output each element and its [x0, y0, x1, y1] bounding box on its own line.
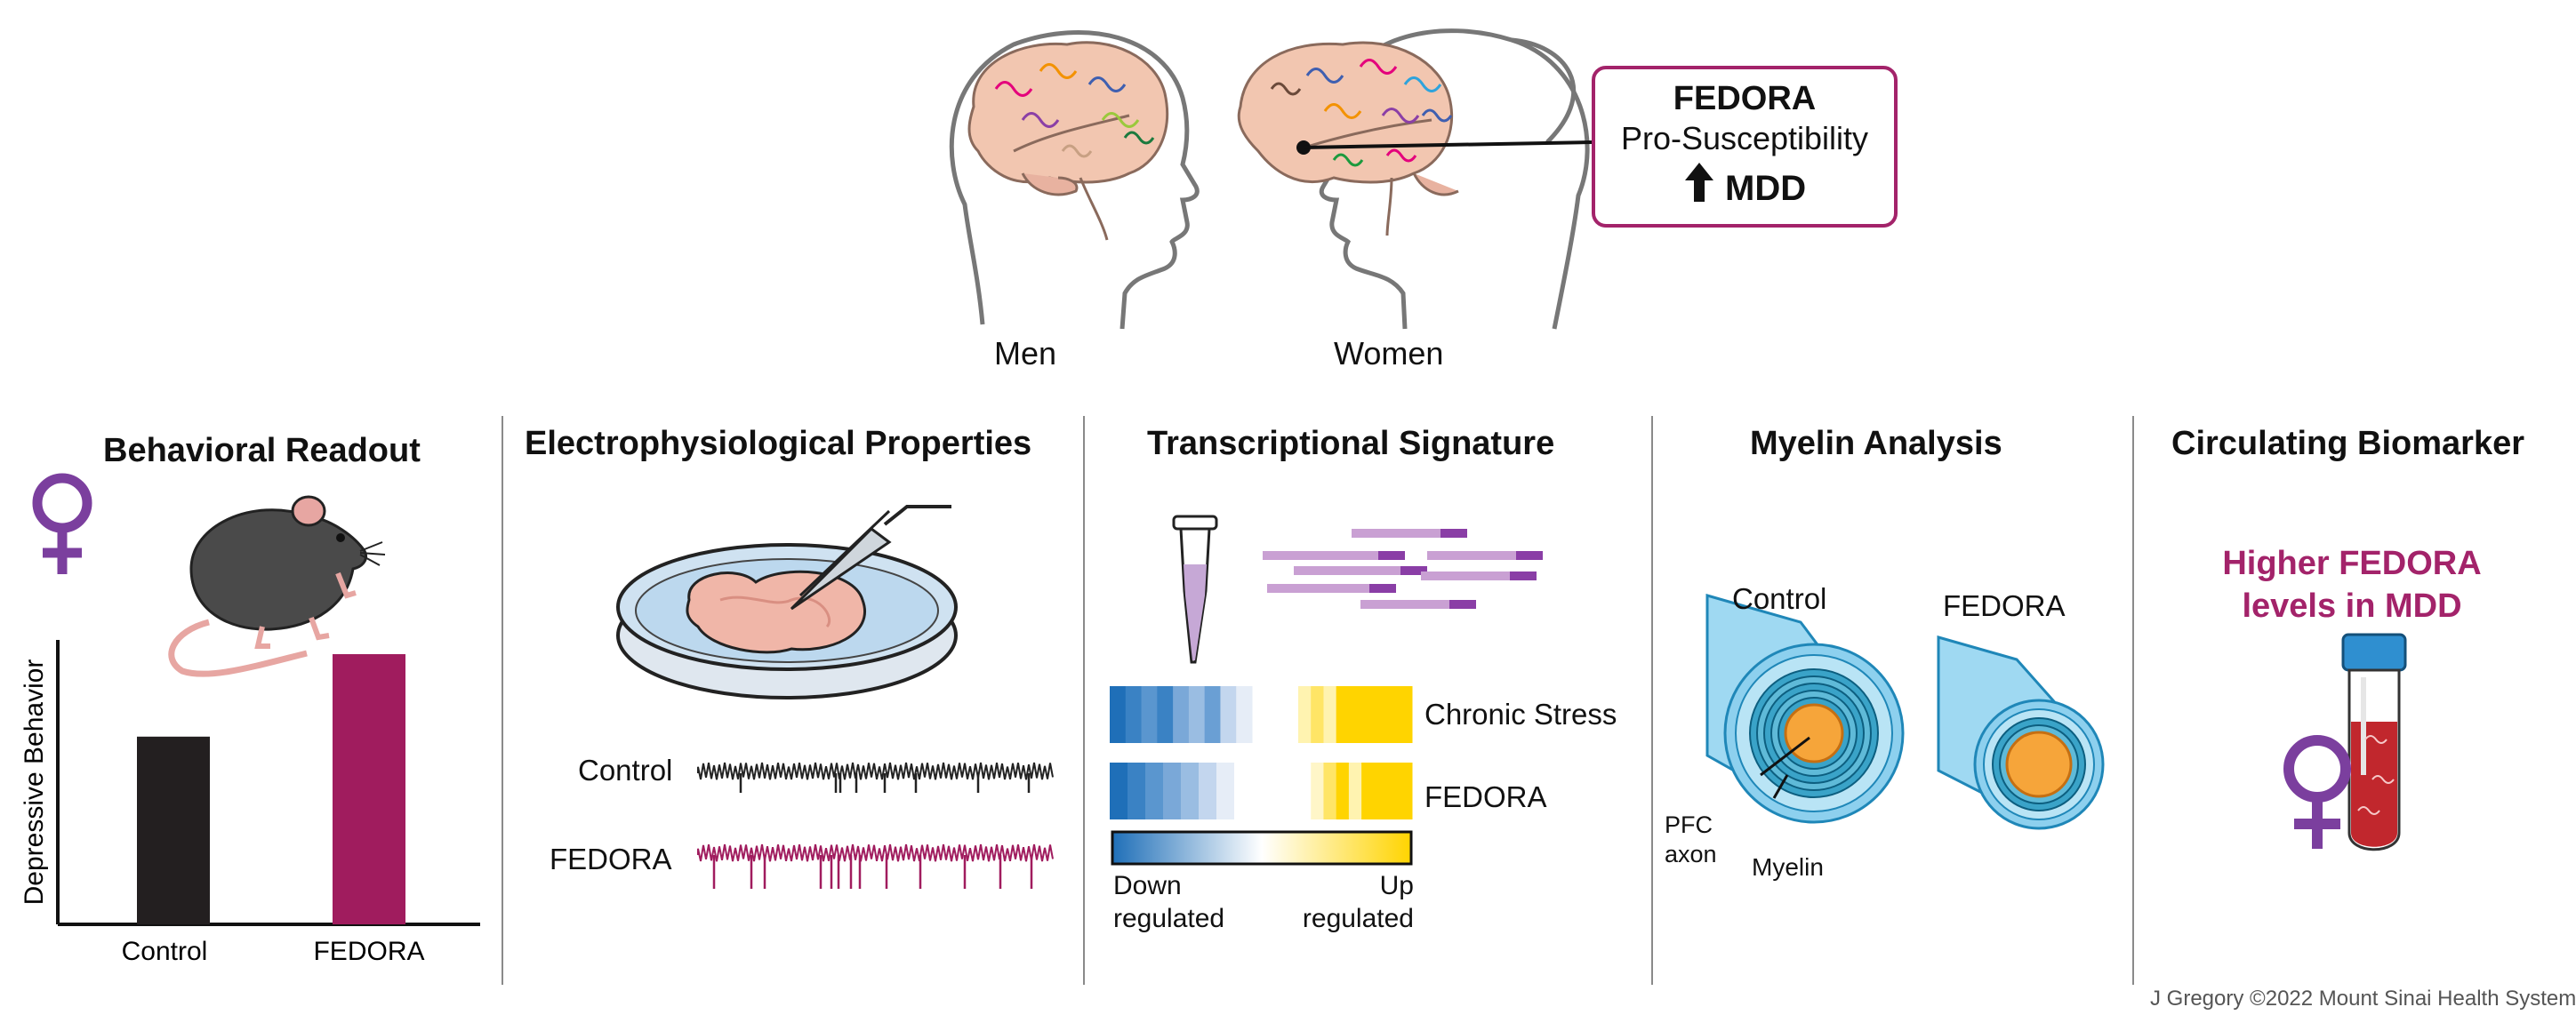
heatmap-cell	[1145, 763, 1164, 819]
men-head	[949, 30, 1200, 330]
fedora-callout-box: FEDORA Pro-Susceptibility MDD	[1592, 66, 1898, 228]
callout-mdd: MDD	[1725, 169, 1807, 208]
heatmap-cell	[1216, 763, 1235, 819]
control-trace	[697, 762, 1054, 793]
myelin-fedora-label: FEDORA	[1943, 589, 2066, 622]
heatmap-cell	[1361, 686, 1375, 743]
pfc-axon-label: PFC axon	[1665, 811, 1717, 867]
credit-text: J Gregory ©2022 Mount Sinai Health Syste…	[2150, 987, 2576, 1011]
x-tick-fedora: FEDORA	[313, 937, 424, 966]
row-chronic-stress-label: Chronic Stress	[1424, 698, 1617, 731]
scale-right-label: Up regulated	[1302, 871, 1414, 933]
heatmap-cell	[1336, 763, 1350, 819]
y-axis-label: Depressive Behavior	[20, 659, 49, 906]
heads-illustration	[949, 28, 1593, 330]
electro-control-label: Control	[578, 754, 673, 787]
myelin-control-illustration	[1705, 594, 1905, 824]
heatmap-cell	[1361, 763, 1375, 819]
myelin-control-label: Control	[1732, 582, 1827, 615]
separator-3	[1651, 416, 1653, 985]
behavioral-bar-chart: Depressive Behavior Control FEDORA	[20, 640, 480, 966]
heatmap-cell	[1399, 686, 1413, 743]
myelin-label: Myelin	[1752, 853, 1824, 881]
separator-2	[1083, 416, 1085, 985]
electro-fedora-label: FEDORA	[550, 843, 672, 875]
heatmap-cell	[1173, 686, 1190, 743]
separator-1	[502, 416, 503, 985]
heatmap-cell	[1386, 763, 1400, 819]
heatmap-cell	[1141, 686, 1158, 743]
heatmap-cell	[1374, 763, 1388, 819]
heatmap-cell	[1220, 686, 1237, 743]
men-label: Men	[994, 335, 1057, 372]
heatmap-cell	[1399, 763, 1413, 819]
heatmap-cell	[1298, 686, 1312, 743]
scale-left-label: Down regulated	[1113, 871, 1225, 933]
heatmap-cell	[1323, 686, 1337, 743]
women-label: Women	[1334, 335, 1444, 372]
myelin-title: Myelin Analysis	[1750, 425, 2002, 462]
heatmap-cell	[1188, 686, 1206, 743]
bar-fedora	[333, 654, 405, 924]
tube-and-reads-illustration	[1172, 515, 1543, 664]
petri-dish-illustration	[616, 505, 958, 699]
electro-title: Electrophysiological Properties	[525, 425, 1032, 462]
heatmap-cell	[1199, 763, 1217, 819]
up-arrow-icon	[1683, 161, 1715, 212]
heatmap-cell	[1204, 686, 1221, 743]
heatmap-cell	[1311, 763, 1324, 819]
female-symbol-icon-2	[2283, 735, 2351, 849]
pointer-line	[1303, 140, 1593, 149]
trace-line	[697, 762, 1054, 780]
men-brain	[967, 41, 1169, 241]
regulation-scale-bar	[1111, 830, 1413, 866]
heatmap-cell	[1336, 686, 1350, 743]
heatmap-cell	[1234, 763, 1253, 819]
fedora-trace	[697, 843, 1054, 889]
separator-4	[2132, 416, 2134, 985]
biomarker-title: Circulating Biomarker	[2171, 425, 2524, 462]
women-brain	[1237, 41, 1459, 236]
biomarker-statement: Higher FEDORA levels in MDD	[2222, 545, 2482, 625]
heatmap-cell	[1157, 686, 1174, 743]
mouse-illustration	[168, 495, 386, 677]
heatmap-cell	[1298, 763, 1312, 819]
female-symbol-icon	[32, 473, 92, 574]
heatmap	[1110, 686, 1413, 866]
behavioral-title: Behavioral Readout	[103, 432, 421, 469]
heatmap-cell	[1311, 686, 1324, 743]
x-tick-control: Control	[122, 937, 208, 966]
heatmap-cell	[1236, 686, 1253, 743]
heatmap-cell	[1110, 686, 1127, 743]
bar-control	[137, 736, 210, 924]
transcription-title: Transcriptional Signature	[1147, 425, 1555, 462]
heatmap-cell	[1386, 686, 1400, 743]
heatmap-cell	[1128, 763, 1146, 819]
heatmap-cell	[1323, 763, 1337, 819]
row-fedora-label: FEDORA	[1424, 780, 1547, 813]
heatmap-cell	[1125, 686, 1143, 743]
heatmap-cell	[1181, 763, 1200, 819]
trace-line	[697, 843, 1054, 862]
blood-tube-illustration	[2341, 633, 2407, 851]
heatmap-cell	[1163, 763, 1182, 819]
myelin-fedora-illustration	[1937, 635, 2105, 830]
heatmap-cell	[1348, 686, 1362, 743]
heatmap-cell	[1348, 763, 1362, 819]
callout-fedora: FEDORA	[1673, 80, 1817, 117]
heatmap-cell	[1110, 763, 1128, 819]
callout-pro-susceptibility: Pro-Susceptibility	[1620, 120, 1869, 156]
heatmap-cell	[1374, 686, 1388, 743]
